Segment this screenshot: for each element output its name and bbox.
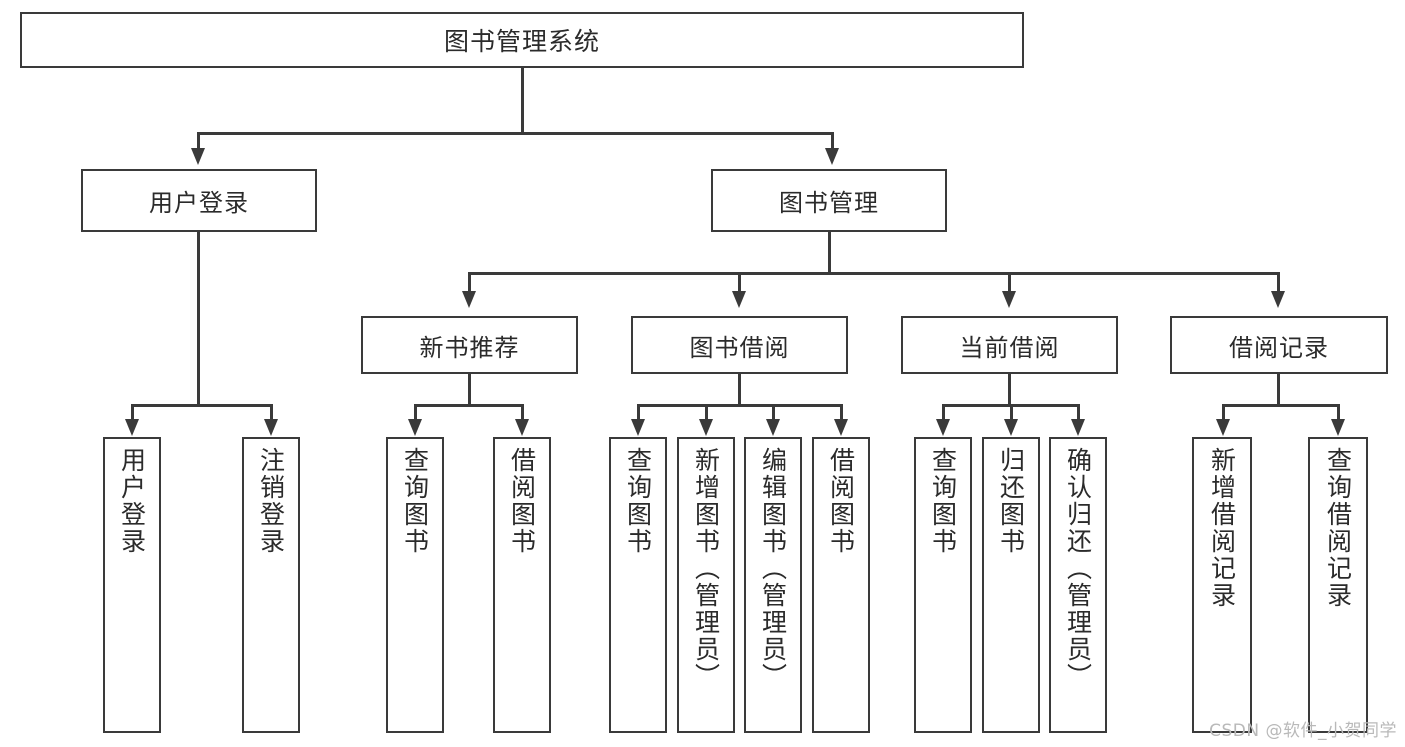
node-book-borrow[interactable]: 图书借阅: [631, 316, 848, 374]
connector-user-login-stem: [197, 232, 200, 406]
connector-borrow-record-leaf-bus: [1222, 404, 1339, 407]
connector-level2-drop-book: [831, 132, 834, 150]
arrow-to-leaf-edit-book: [766, 419, 780, 436]
connector-user-login-leaf-drop-1: [131, 404, 134, 420]
leaf-edit-book-admin[interactable]: 编辑图书（管理员）: [744, 437, 802, 733]
leaf-query-book-current[interactable]: 查询图书: [914, 437, 972, 733]
arrow-to-leaf-query-record: [1331, 419, 1345, 436]
node-label: 查询图书: [928, 447, 958, 555]
node-label: 借阅图书: [826, 447, 856, 555]
node-label: 编辑图书（管理员）: [758, 447, 788, 690]
arrow-to-leaf-add-record: [1216, 419, 1230, 436]
arrow-to-leaf-return-book: [1004, 419, 1018, 436]
connector-book-borrow-leaf-drop-2: [705, 404, 708, 420]
node-root-book-management-system[interactable]: 图书管理系统: [20, 12, 1024, 68]
node-label: 归还图书: [996, 447, 1026, 555]
arrow-to-leaf-query-book-2: [631, 419, 645, 436]
node-label: 图书借阅: [689, 333, 790, 362]
node-label: 确认归还（管理员）: [1063, 447, 1093, 690]
arrow-to-book-borrow: [732, 291, 746, 308]
node-label: 新增图书（管理员）: [691, 447, 721, 690]
leaf-user-login[interactable]: 用户登录: [103, 437, 161, 733]
arrow-to-user-login: [191, 148, 205, 165]
node-label: 图书管理系统: [443, 27, 600, 56]
node-label: 当前借阅: [959, 333, 1060, 362]
connector-new-book-leaf-drop-2: [521, 404, 524, 420]
arrow-to-leaf-borrow-book-2: [834, 419, 848, 436]
connector-book-management-stem: [828, 232, 831, 274]
arrow-to-leaf-query-book-3: [936, 419, 950, 436]
leaf-borrow-book[interactable]: 借阅图书: [812, 437, 870, 733]
node-label: 新书推荐: [419, 333, 520, 362]
leaf-borrow-book-new-recommend[interactable]: 借阅图书: [493, 437, 551, 733]
connector-user-login-leaf-drop-2: [270, 404, 273, 420]
connector-current-borrow-leaf-drop-3: [1077, 404, 1080, 420]
node-current-borrow[interactable]: 当前借阅: [901, 316, 1118, 374]
arrow-to-leaf-logout: [264, 419, 278, 436]
arrow-to-new-book-recommend: [462, 291, 476, 308]
connector-current-borrow-stem: [1008, 374, 1011, 406]
node-label: 借阅记录: [1229, 333, 1329, 362]
connector-borrow-record-stem: [1277, 374, 1280, 406]
connector-user-login-leaf-bus: [131, 404, 272, 407]
node-label: 注销登录: [256, 447, 286, 555]
node-label: 借阅图书: [507, 447, 537, 555]
node-user-login[interactable]: 用户登录: [81, 169, 317, 232]
leaf-return-book[interactable]: 归还图书: [982, 437, 1040, 733]
arrow-to-leaf-confirm-return: [1071, 419, 1085, 436]
node-label: 查询借阅记录: [1323, 447, 1353, 609]
connector-level2-drop-user: [197, 132, 200, 150]
connector-level3-drop-1: [468, 272, 471, 292]
connector-new-book-leaf-bus: [414, 404, 523, 407]
connector-root-stem: [521, 68, 524, 134]
connector-new-book-stem: [468, 374, 471, 406]
leaf-query-book-new-recommend[interactable]: 查询图书: [386, 437, 444, 733]
connector-level3-bus: [468, 272, 1279, 275]
arrow-to-leaf-user-login: [125, 419, 139, 436]
node-label: 用户登录: [149, 189, 249, 217]
connector-level3-drop-4: [1277, 272, 1280, 292]
leaf-add-borrow-record[interactable]: 新增借阅记录: [1192, 437, 1252, 733]
connector-book-borrow-leaf-drop-1: [637, 404, 640, 420]
node-label: 图书管理: [779, 189, 879, 217]
node-label: 用户登录: [117, 447, 147, 555]
arrow-to-current-borrow: [1002, 291, 1016, 308]
arrow-to-leaf-query-book-1: [408, 419, 422, 436]
connector-level2-bus: [197, 132, 834, 135]
leaf-add-book-admin[interactable]: 新增图书（管理员）: [677, 437, 735, 733]
node-label: 查询图书: [623, 447, 653, 555]
arrow-to-book-management: [825, 148, 839, 165]
node-label: 新增借阅记录: [1207, 447, 1237, 609]
arrow-to-borrow-record: [1271, 291, 1285, 308]
connector-borrow-record-leaf-drop-2: [1337, 404, 1340, 420]
connector-book-borrow-leaf-bus: [637, 404, 842, 407]
connector-current-borrow-leaf-drop-1: [942, 404, 945, 420]
node-label: 查询图书: [400, 447, 430, 555]
leaf-confirm-return-admin[interactable]: 确认归还（管理员）: [1049, 437, 1107, 733]
arrow-to-leaf-borrow-book-1: [515, 419, 529, 436]
arrow-to-leaf-add-book: [699, 419, 713, 436]
connector-book-borrow-stem: [738, 374, 741, 406]
connector-borrow-record-leaf-drop-1: [1222, 404, 1225, 420]
connector-new-book-leaf-drop-1: [414, 404, 417, 420]
node-borrow-record[interactable]: 借阅记录: [1170, 316, 1388, 374]
node-book-management[interactable]: 图书管理: [711, 169, 947, 232]
leaf-query-book-borrow[interactable]: 查询图书: [609, 437, 667, 733]
connector-level3-drop-2: [738, 272, 741, 292]
leaf-logout[interactable]: 注销登录: [242, 437, 300, 733]
connector-book-borrow-leaf-drop-3: [772, 404, 775, 420]
connector-current-borrow-leaf-drop-2: [1010, 404, 1013, 420]
connector-book-borrow-leaf-drop-4: [840, 404, 843, 420]
node-new-book-recommend[interactable]: 新书推荐: [361, 316, 578, 374]
connector-level3-drop-3: [1008, 272, 1011, 292]
leaf-query-borrow-record[interactable]: 查询借阅记录: [1308, 437, 1368, 733]
